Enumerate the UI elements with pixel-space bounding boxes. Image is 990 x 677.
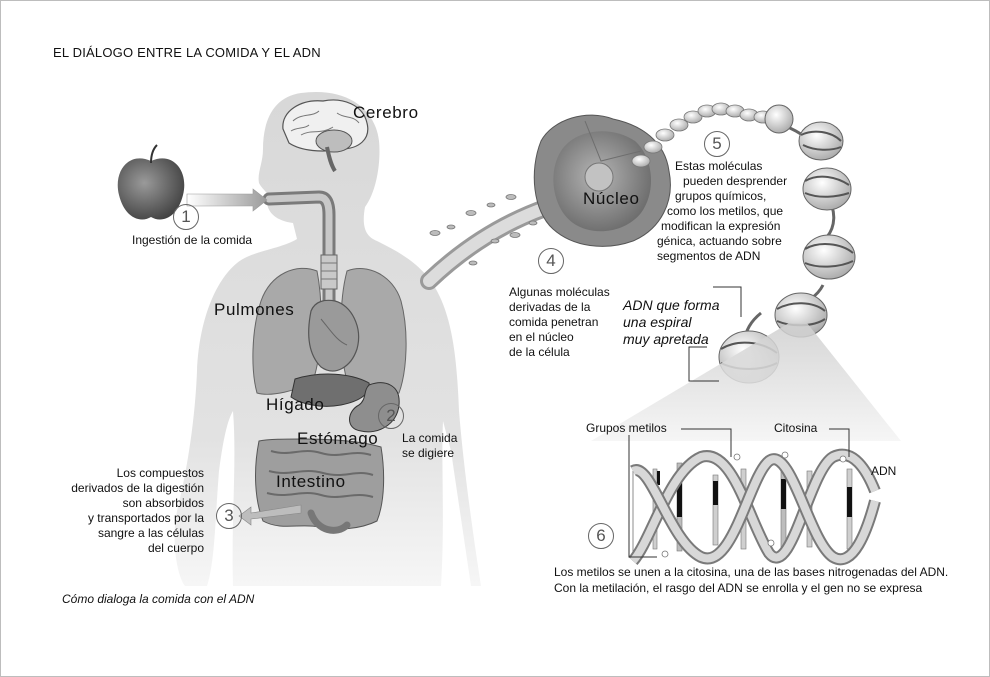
step-6-line: Los metilos se unen a la citosina, una d… bbox=[554, 565, 949, 579]
coil-line: muy apretada bbox=[623, 330, 709, 347]
ingestion-arrow bbox=[186, 188, 268, 212]
brain-illustration bbox=[282, 99, 369, 173]
step-3-text: Los compuestos derivados de la digestión… bbox=[67, 466, 204, 556]
coil-line: una espiral bbox=[623, 313, 692, 330]
caption: Cómo dialoga la comida con el ADN bbox=[62, 592, 255, 606]
step-4-text: Algunas moléculas derivadas de la comida… bbox=[509, 285, 610, 360]
step-3-line: Los compuestos bbox=[116, 466, 204, 480]
coil-label: ADN que forma una espiral muy apretada bbox=[623, 297, 719, 347]
step-2-text: La comida se digiere bbox=[402, 431, 457, 461]
step-5-line: como los metilos, que bbox=[667, 204, 784, 218]
chromatin-strand bbox=[631, 102, 773, 168]
step-5-text: Estas moléculas pueden desprender grupos… bbox=[649, 159, 793, 264]
zoom-cone bbox=[591, 323, 901, 441]
step-6-text: Los metilos se unen a la citosina, una d… bbox=[554, 565, 948, 596]
step-5-line: grupos químicos, bbox=[675, 189, 767, 203]
leader-lines bbox=[628, 286, 850, 558]
step-5-line: Estas moléculas bbox=[675, 159, 763, 173]
step-3-line: y transportados por la bbox=[87, 511, 204, 525]
apple-illustration bbox=[117, 144, 185, 220]
step-4-line: comida penetran bbox=[509, 315, 599, 329]
step-2-line: se digiere bbox=[402, 446, 455, 460]
step-3-line: son absorbidos bbox=[122, 496, 204, 510]
cell-nucleus bbox=[533, 114, 671, 247]
esophagus bbox=[262, 190, 336, 338]
label-cerebro: Cerebro bbox=[353, 103, 419, 122]
dna-helix bbox=[628, 448, 881, 566]
dna-label: ADN bbox=[871, 464, 897, 478]
step-5-number: 5 bbox=[704, 131, 730, 157]
step-1-text: Ingestión de la comida bbox=[132, 233, 253, 247]
step-6-number: 6 bbox=[588, 523, 614, 549]
step-6-line: Con la metilación, el rasgo del ADN se e… bbox=[554, 580, 923, 595]
step-5-line: modifican la expresión bbox=[661, 219, 781, 233]
label-nucleo: Núcleo bbox=[583, 189, 640, 208]
label-intestino: Intestino bbox=[276, 472, 346, 491]
step-2-line: La comida bbox=[402, 431, 458, 445]
label-estomago: Estómago bbox=[297, 429, 379, 448]
step-4-number: 4 bbox=[538, 248, 564, 274]
page-title: EL DIÁLOGO ENTRE LA COMIDA Y EL ADN bbox=[53, 45, 321, 60]
liver-illustration bbox=[290, 373, 370, 407]
step-2-number: 2 bbox=[378, 403, 404, 429]
step-4-line: en el núcleo bbox=[509, 330, 574, 344]
step-4-line: derivadas de la bbox=[509, 300, 591, 314]
step-5-line: génica, actuando sobre bbox=[657, 234, 782, 248]
methyl-groups bbox=[661, 451, 847, 558]
step-4-line: Algunas moléculas bbox=[509, 285, 610, 299]
step-4-line: de la célula bbox=[509, 345, 570, 359]
cytosine-label: Citosina bbox=[774, 421, 818, 435]
lungs-illustration bbox=[252, 254, 407, 395]
label-pulmones: Pulmones bbox=[214, 300, 295, 319]
heart-illustration bbox=[308, 299, 360, 372]
absorption-arrow bbox=[238, 504, 302, 526]
step-3-line: derivados de la digestión bbox=[71, 481, 204, 495]
step-5-line: segmentos de ADN bbox=[657, 249, 761, 263]
step-3-line: sangre a las células bbox=[97, 526, 204, 540]
step-3-line: del cuerpo bbox=[147, 541, 204, 555]
intestine-illustration bbox=[255, 438, 385, 534]
coil-line: ADN que forma bbox=[623, 297, 720, 313]
step-5-line: pueden desprender bbox=[683, 174, 788, 188]
label-higado: Hígado bbox=[266, 395, 325, 414]
methyl-label: Grupos metilos bbox=[586, 421, 667, 435]
step-3-number: 3 bbox=[216, 503, 242, 529]
step-1-number: 1 bbox=[173, 204, 199, 230]
